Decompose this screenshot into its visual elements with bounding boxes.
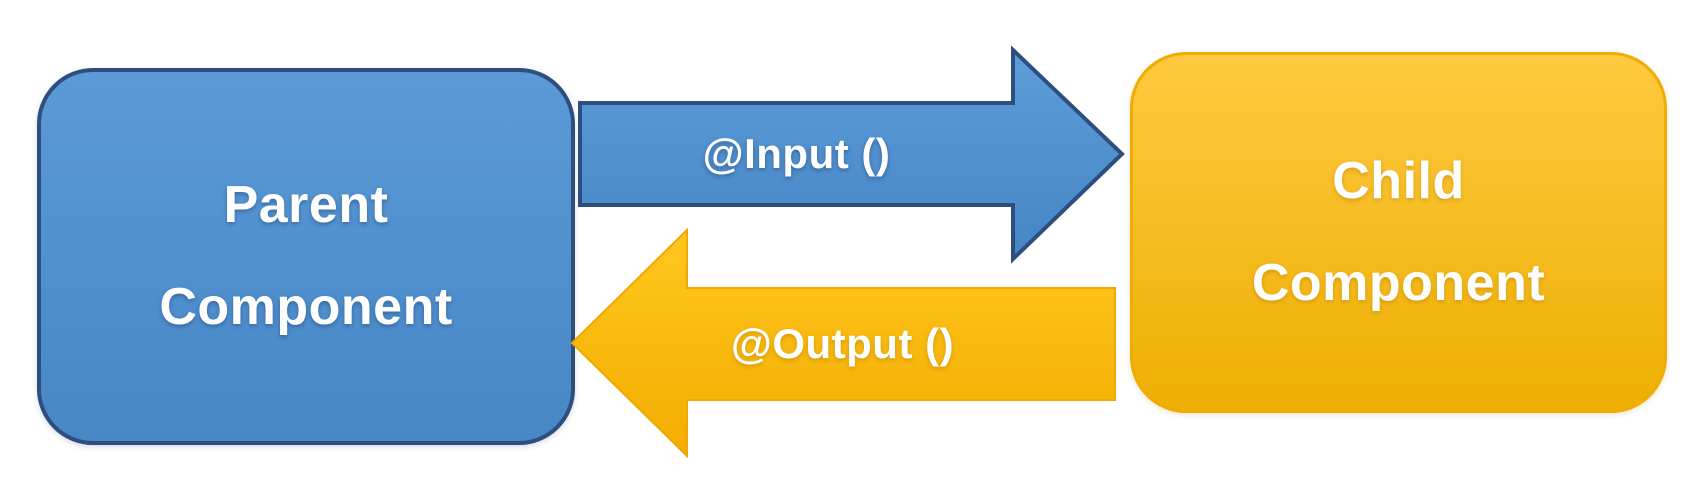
output-arrow-label: @Output () bbox=[730, 320, 955, 367]
input-arrow-label: @Input () bbox=[702, 130, 891, 177]
parent-component-label: Parent Component bbox=[159, 176, 453, 336]
parent-component-box: Parent Component bbox=[37, 68, 575, 445]
child-component-label: Child Component bbox=[1251, 152, 1546, 312]
child-component-box: Child Component bbox=[1130, 52, 1667, 413]
